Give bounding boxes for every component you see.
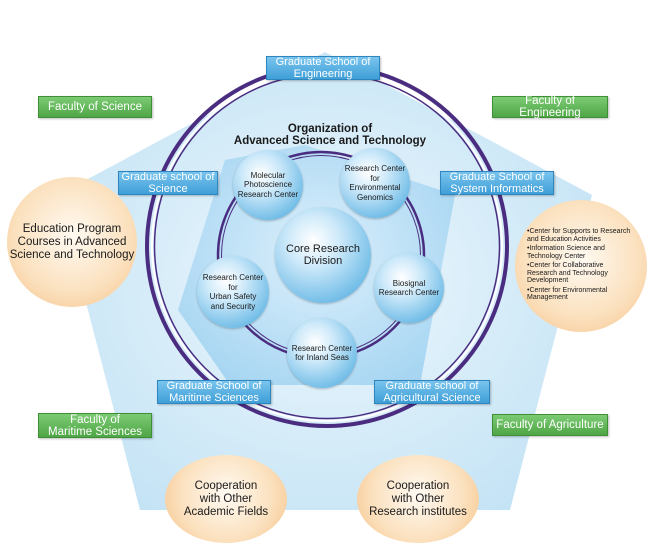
grad-school-system-informatics-label: Graduate School of System Informatics: [440, 171, 554, 195]
title-line-2: Advanced Science and Technology: [233, 135, 427, 147]
inland-seas-bubble: Research Center for Inland Seas: [287, 318, 357, 388]
grad-school-maritime-label: Graduate School of Maritime Sciences: [157, 380, 271, 404]
support-centers-list: •Center for Supports to Research and Edu…: [527, 228, 635, 304]
education-program-circle: Education Program Courses in Advanced Sc…: [7, 177, 137, 307]
biosignal-bubble: Biosignal Research Center: [374, 253, 444, 323]
faculty-maritime-label: Faculty of Maritime Sciences: [38, 413, 152, 438]
support-center-item: •Information Science and Technology Cent…: [527, 245, 605, 260]
urban-safety-bubble: Research Center for Urban Safety and Sec…: [197, 256, 269, 328]
faculty-engineering-label: Faculty of Engineering: [492, 95, 608, 119]
core-research-division-bubble: Core Research Division: [275, 207, 371, 303]
grad-school-agricultural-label: Graduate school of Agricultural Science: [374, 380, 490, 404]
grad-school-science-label: Graduate school of Science: [118, 171, 218, 195]
title-line-1: Organization of: [287, 123, 373, 135]
grad-school-engineering-label: Graduate School of Engineering: [266, 56, 380, 80]
faculty-science-label: Faculty of Science: [38, 96, 152, 118]
organization-title: Organization of Advanced Science and Tec…: [210, 123, 450, 147]
cooperation-academic-circle: Cooperation with Other Academic Fields: [165, 455, 287, 543]
support-centers-circle: •Center for Supports to Research and Edu…: [515, 200, 647, 332]
support-center-item: •Center for Collaborative Research and T…: [527, 262, 608, 285]
support-center-item: •Center for Supports to Research and Edu…: [527, 228, 631, 243]
faculty-agriculture-label: Faculty of Agriculture: [492, 414, 608, 436]
molecular-photoscience-bubble: Molecular Photoscience Research Center: [233, 150, 303, 220]
environmental-genomics-bubble: Research Center for Environmental Genomi…: [340, 148, 410, 218]
cooperation-institutes-circle: Cooperation with Other Research institut…: [357, 455, 479, 543]
support-center-item: •Center for Environmental Management: [527, 286, 608, 302]
